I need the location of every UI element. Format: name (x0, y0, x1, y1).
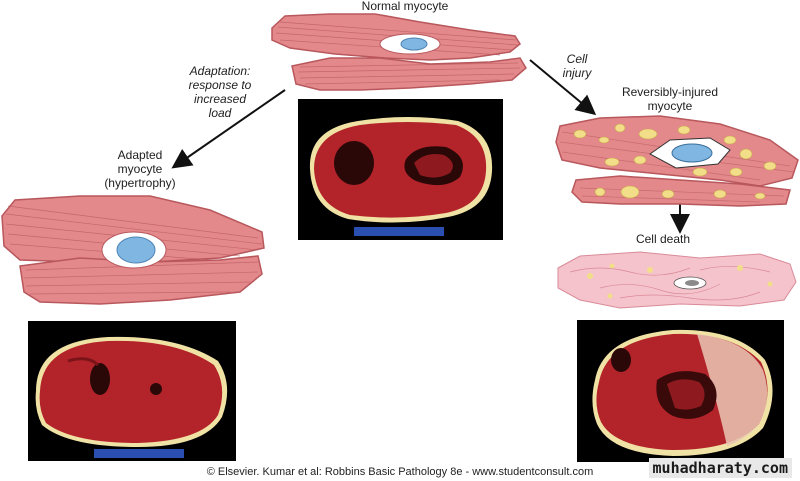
watermark: muhadharaty.com (648, 458, 792, 478)
cell-injury-label: Cell injury (562, 52, 592, 80)
ruler (354, 227, 444, 236)
normal-heart-photo (298, 99, 503, 240)
normal-myocyte-label: Normal myocyte (361, 0, 449, 13)
hypertrophy-heart-photo (28, 321, 236, 461)
cell-death-label: Cell death (635, 232, 691, 246)
reversibly-injured-label: Reversibly-injured myocyte (621, 85, 719, 113)
infarct-heart-photo (577, 320, 784, 462)
ruler (94, 449, 184, 458)
adaptation-label: Adaptation: response to increased load (188, 64, 252, 120)
adapted-myocyte-label: Adapted myocyte (hypertrophy) (104, 148, 176, 190)
citation-footer: © Elsevier. Kumar et al: Robbins Basic P… (206, 466, 594, 478)
